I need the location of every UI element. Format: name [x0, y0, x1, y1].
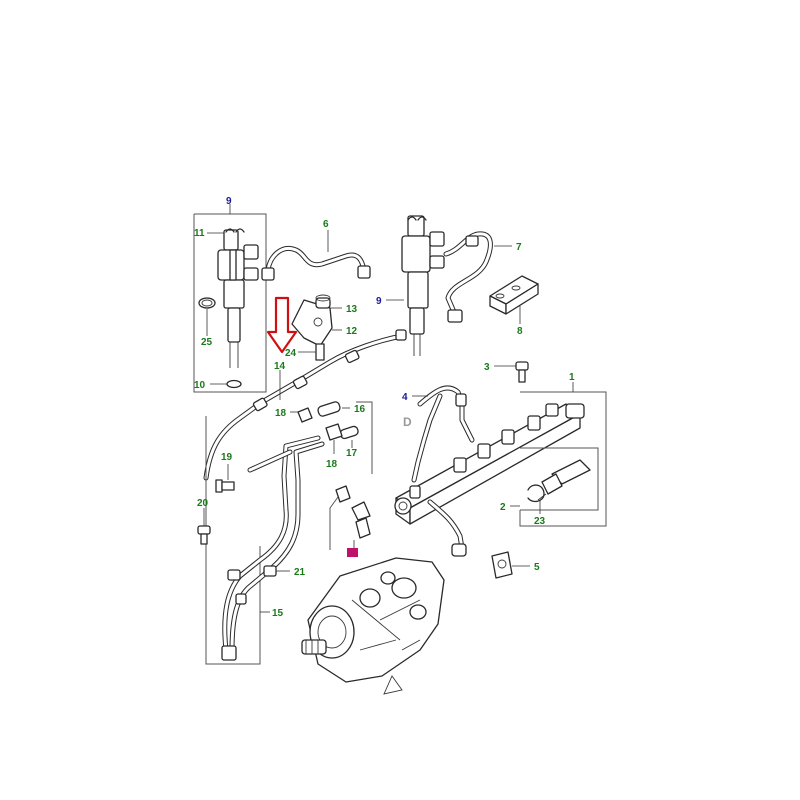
callout-17: 17 [346, 448, 358, 459]
callout-9-kit: 9 [226, 196, 232, 207]
callout-12: 12 [346, 326, 358, 337]
injector-pipe-6 [261, 230, 371, 281]
leak-off-pipe-14 [203, 329, 407, 481]
callout-9-injector: 9 [376, 296, 382, 307]
injector-kit-frame [193, 213, 267, 393]
callout-15: 15 [272, 608, 284, 619]
callout-7: 7 [516, 242, 522, 253]
callout-d: D [403, 415, 412, 429]
clip-18-right [325, 423, 343, 454]
bolt-20 [197, 508, 211, 545]
callout-10: 10 [194, 380, 206, 391]
sensor-clip-23 [527, 484, 545, 503]
callout-labels: 9 11 25 10 6 7 8 9 13 12 24 14 3 1 4 D 1… [194, 196, 575, 619]
callout-14: 14 [274, 361, 286, 372]
injector-kit-injector [217, 229, 259, 368]
callout-24: 24 [285, 348, 297, 359]
callout-16: 16 [354, 404, 366, 415]
down-arrow-icon [266, 296, 298, 354]
callout-18-left: 18 [275, 408, 287, 419]
callout-18-right: 18 [326, 459, 338, 470]
callout-11: 11 [194, 228, 205, 239]
highlight-arrow-shape [266, 296, 298, 354]
pressure-sensor-2 [510, 447, 599, 514]
callout-19: 19 [221, 452, 233, 463]
bracket-12 [291, 299, 333, 347]
callout-20: 20 [197, 498, 209, 509]
callout-13: 13 [346, 304, 358, 315]
injector-clip [225, 228, 245, 233]
injector-pipe-7 [443, 231, 512, 323]
pipe-clip-8 [489, 275, 539, 324]
callout-8: 8 [517, 326, 523, 337]
callout-25: 25 [201, 337, 213, 348]
sealing-washer [226, 379, 242, 389]
fuel-rail-1 [394, 382, 607, 527]
clip-5 [491, 551, 530, 579]
clip-18-left [290, 407, 313, 423]
bolt-3 [494, 361, 529, 383]
callout-6: 6 [323, 219, 329, 230]
callout-3: 3 [484, 362, 490, 373]
square-marker-icon [347, 548, 358, 557]
high-pressure-fuel-pump [301, 557, 445, 695]
bolt-13 [315, 294, 331, 309]
stud-24 [315, 343, 325, 361]
injector-kit-group [193, 204, 267, 393]
pump-fittings [329, 485, 371, 550]
o-ring [198, 297, 216, 309]
high-pressure-pipe [427, 499, 467, 557]
nut-21 [263, 565, 290, 577]
callout-4: 4 [402, 392, 408, 403]
hose-17 [339, 425, 359, 448]
hose-16 [317, 401, 350, 417]
callout-5: 5 [534, 562, 540, 573]
callout-21: 21 [294, 567, 306, 578]
callout-2: 2 [500, 502, 506, 513]
main-injector [401, 215, 445, 356]
injector-pipe-4 [411, 385, 475, 483]
callout-1: 1 [569, 372, 575, 383]
bolt-19 [215, 464, 235, 493]
callout-23: 23 [534, 516, 546, 527]
